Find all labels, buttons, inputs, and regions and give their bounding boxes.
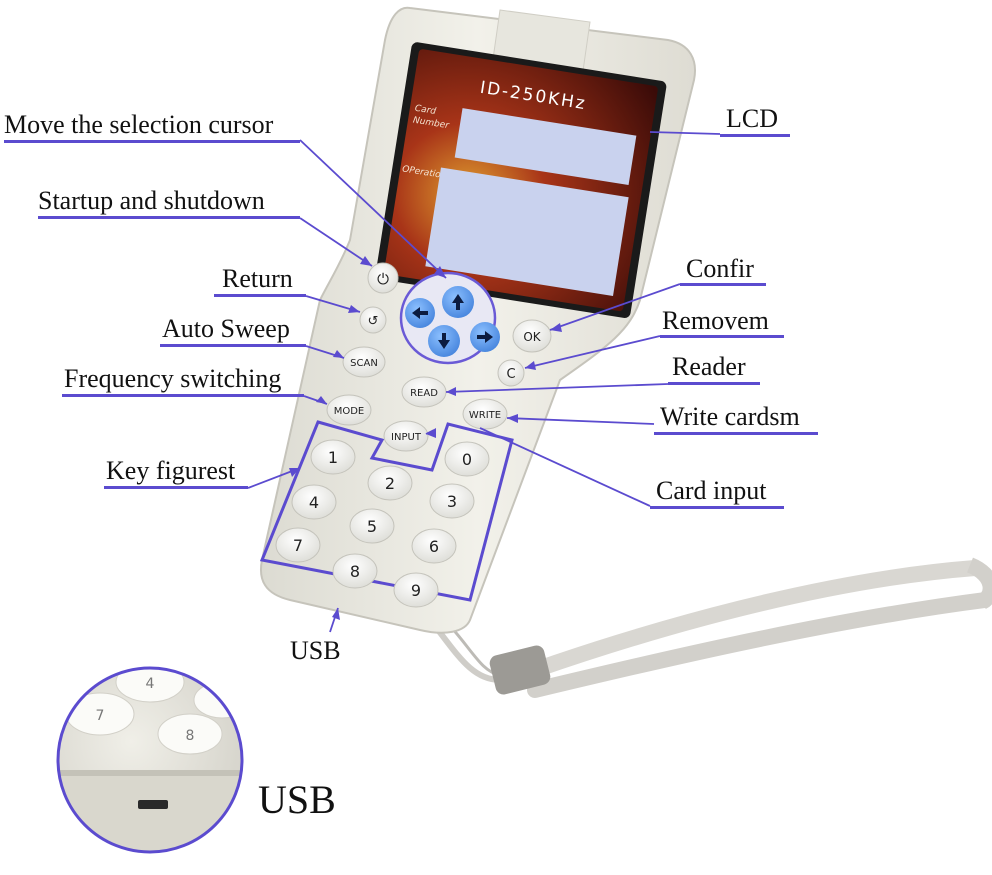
card-number-field	[454, 108, 637, 186]
inset-digit-7: 7	[96, 708, 105, 724]
callout-usb: USB	[290, 636, 341, 665]
usb-inset: 4 7 8	[56, 666, 244, 854]
underline-lcd	[720, 134, 790, 137]
svg-text:4: 4	[309, 493, 319, 512]
svg-text:SCAN: SCAN	[350, 358, 378, 369]
write-key[interactable]: WRITE	[462, 398, 508, 430]
input-key[interactable]: INPUT	[383, 420, 429, 452]
inset-digit-8: 8	[186, 728, 195, 744]
svg-text:WRITE: WRITE	[469, 410, 501, 421]
scan-key[interactable]: SCAN	[342, 346, 386, 378]
underline-return	[214, 294, 306, 297]
svg-text:INPUT: INPUT	[391, 432, 422, 443]
callout-reader: Reader	[672, 352, 746, 381]
underline-startup	[38, 216, 300, 219]
screen-card-label-1: Card	[414, 104, 437, 117]
underline-remove	[660, 335, 784, 338]
svg-text:READ: READ	[410, 388, 438, 399]
keypad-highlight	[259, 420, 514, 602]
svg-text:2: 2	[385, 474, 395, 493]
usb-port	[138, 800, 168, 809]
svg-text:OK: OK	[523, 330, 541, 344]
callout-arrowheads	[289, 256, 562, 620]
down-arrow-icon	[438, 333, 450, 349]
callout-move-cursor: Move the selection cursor	[4, 110, 274, 139]
underline-key-figures	[104, 486, 248, 489]
left-arrow-icon	[412, 307, 428, 319]
function-keys[interactable]: ⏻ ↺ OK C SCAN READ MODE WRITE	[326, 262, 552, 452]
inset-digit-4: 4	[146, 676, 155, 692]
svg-text:6: 6	[429, 537, 439, 556]
digit-key-8: 8	[332, 553, 378, 589]
inset-usb-label: USB	[258, 777, 336, 822]
digit-keypad[interactable]: 1 0 4 2 3 5 7 6 8 9	[275, 439, 490, 608]
return-icon: ↺	[368, 314, 379, 329]
underline-reader	[668, 382, 760, 385]
digit-key-0: 0	[444, 441, 490, 477]
callout-lcd: LCD	[726, 104, 778, 133]
svg-text:9: 9	[411, 581, 421, 600]
underline-confirm	[680, 283, 766, 286]
clear-key[interactable]: C	[497, 359, 525, 387]
wrist-strap	[427, 557, 992, 698]
return-key[interactable]: ↺	[359, 306, 387, 334]
read-key[interactable]: READ	[401, 376, 447, 408]
callout-return: Return	[222, 264, 293, 293]
right-arrow-icon	[477, 331, 493, 343]
svg-text:1: 1	[328, 448, 338, 467]
svg-text:C: C	[506, 367, 515, 382]
operation-field	[425, 167, 629, 296]
svg-text:8: 8	[350, 562, 360, 581]
underline-card-input	[650, 506, 784, 509]
digit-key-9: 9	[393, 572, 439, 608]
digit-key-1: 1	[310, 439, 356, 475]
callout-key-figures: Key figurest	[106, 456, 236, 485]
digit-key-6: 6	[411, 528, 457, 564]
callout-frequency: Frequency switching	[64, 364, 282, 393]
lcd-screen: ID-250KHz Card Number OPeration	[375, 42, 667, 318]
mode-key[interactable]: MODE	[326, 394, 372, 426]
power-icon: ⏻	[377, 270, 389, 288]
strap-clip	[489, 645, 551, 695]
navigation-pad[interactable]	[399, 271, 500, 365]
svg-text:0: 0	[462, 450, 472, 469]
callout-card-input: Card input	[656, 476, 767, 505]
underline-write-cards	[654, 432, 818, 435]
power-key[interactable]: ⏻	[367, 262, 399, 294]
callout-auto-sweep: Auto Sweep	[162, 314, 290, 343]
svg-text:3: 3	[447, 492, 457, 511]
callout-write-cards: Write cardsm	[660, 402, 800, 431]
callout-confirm: Confir	[686, 254, 754, 283]
underline-frequency	[62, 394, 304, 397]
svg-text:MODE: MODE	[334, 406, 365, 417]
underline-move-cursor	[4, 140, 300, 143]
digit-key-5: 5	[349, 508, 395, 544]
ok-key[interactable]: OK	[512, 319, 552, 353]
svg-text:5: 5	[367, 517, 377, 536]
up-arrow-icon	[452, 294, 464, 310]
digit-key-3: 3	[429, 483, 475, 519]
digit-key-2: 2	[367, 465, 413, 501]
underline-auto-sweep	[160, 344, 306, 347]
callout-remove: Removem	[662, 306, 769, 335]
svg-text:7: 7	[293, 536, 303, 555]
digit-key-4: 4	[291, 484, 337, 520]
callout-startup: Startup and shutdown	[38, 186, 265, 215]
digit-key-7: 7	[275, 527, 321, 563]
